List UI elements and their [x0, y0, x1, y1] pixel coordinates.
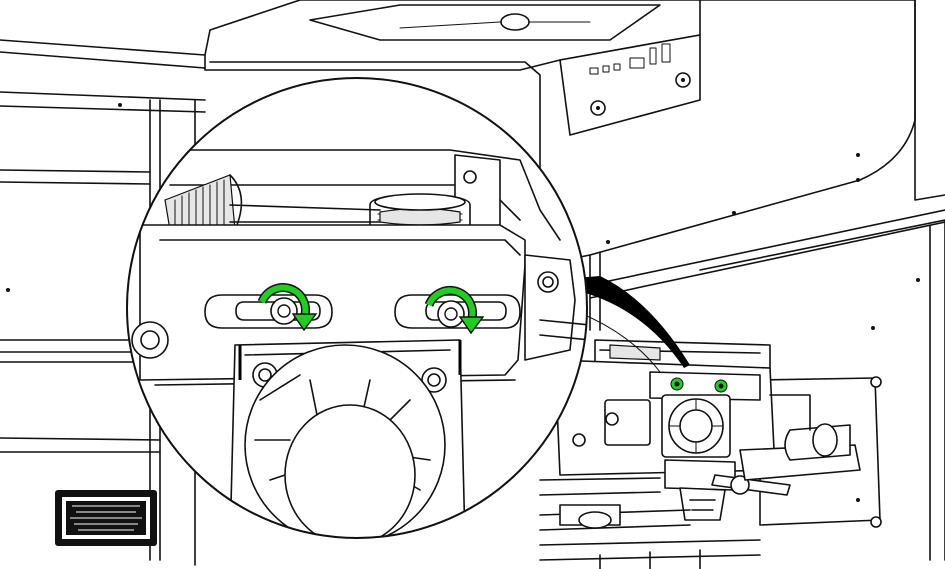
toolhead-assembly — [539, 339, 861, 569]
display-knob — [500, 13, 530, 31]
clockwise-rotate-arrow-icon — [424, 286, 485, 335]
usb-port-icon — [589, 43, 671, 75]
zoom-detail-view — [126, 77, 588, 539]
panel-thumbscrew — [590, 72, 691, 116]
clockwise-rotate-arrow-icon — [257, 283, 318, 332]
tensioner-screw-left — [257, 283, 318, 332]
fan-mount-screw — [670, 377, 728, 393]
adjustment-slot — [204, 294, 333, 329]
hotend-fan — [661, 394, 731, 458]
warning-label-plate — [55, 490, 157, 546]
tensioner-screw-right — [424, 286, 485, 335]
hotend-fan-detail — [229, 339, 466, 538]
